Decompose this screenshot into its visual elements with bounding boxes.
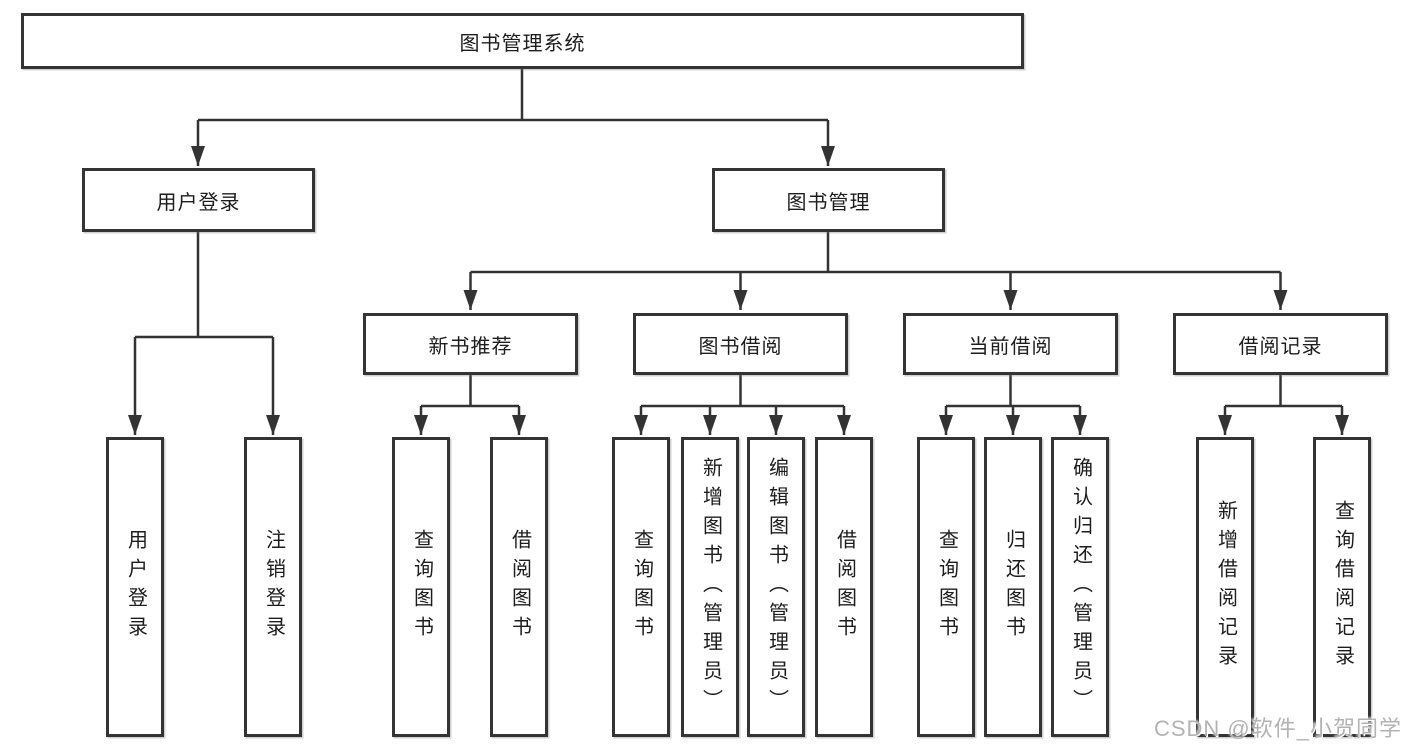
watermark: CSDN @软件_小贺同学 xyxy=(1153,716,1402,741)
leaf-confirm-return-admin: 确认归还（管理员） xyxy=(1051,437,1109,737)
node-current-borrowing-label: 当前借阅 xyxy=(968,335,1053,358)
node-borrowing-records-label: 借阅记录 xyxy=(1238,335,1323,358)
node-book-management-label: 图书管理 xyxy=(786,191,871,214)
node-root: 图书管理系统 xyxy=(21,13,1024,69)
node-book-management: 图书管理 xyxy=(712,168,945,232)
node-new-book-recommendation-label: 新书推荐 xyxy=(428,335,513,358)
leaf-confirm-return-admin-label: 确认归还（管理员） xyxy=(1069,456,1092,718)
leaf-user-login: 用户登录 xyxy=(106,437,164,737)
leaf-query-borrow-record: 查询借阅记录 xyxy=(1313,437,1371,737)
node-book-borrowing: 图书借阅 xyxy=(633,313,848,375)
leaf-edit-book-admin-label: 编辑图书（管理员） xyxy=(765,456,788,718)
node-borrowing-records: 借阅记录 xyxy=(1173,313,1388,375)
leaf-query-books-borrowing: 查询图书 xyxy=(612,437,670,737)
leaf-query-borrow-record-label: 查询借阅记录 xyxy=(1331,500,1354,674)
leaf-query-books-recommend: 查询图书 xyxy=(392,437,450,737)
node-user-login-label: 用户登录 xyxy=(156,191,241,214)
leaf-add-book-admin-label: 新增图书（管理员） xyxy=(699,456,722,718)
leaf-borrow-books-recommend: 借阅图书 xyxy=(490,437,548,737)
leaf-query-books-borrowing-label: 查询图书 xyxy=(630,529,653,645)
leaf-logout: 注销登录 xyxy=(244,437,302,737)
leaf-logout-label: 注销登录 xyxy=(262,529,285,645)
leaf-add-borrow-record-label: 新增借阅记录 xyxy=(1214,500,1237,674)
node-root-label: 图书管理系统 xyxy=(459,32,586,55)
leaf-edit-book-admin: 编辑图书（管理员） xyxy=(747,437,805,737)
leaf-return-books-label: 归还图书 xyxy=(1002,529,1025,645)
leaf-query-books-recommend-label: 查询图书 xyxy=(410,529,433,645)
leaf-borrow-books: 借阅图书 xyxy=(815,437,873,737)
leaf-borrow-books-label: 借阅图书 xyxy=(833,529,856,645)
node-current-borrowing: 当前借阅 xyxy=(903,313,1118,375)
leaf-query-books-current-label: 查询图书 xyxy=(935,529,958,645)
leaf-add-borrow-record: 新增借阅记录 xyxy=(1196,437,1254,737)
leaf-query-books-current: 查询图书 xyxy=(917,437,975,737)
leaf-add-book-admin: 新增图书（管理员） xyxy=(681,437,739,737)
leaf-borrow-books-recommend-label: 借阅图书 xyxy=(508,529,531,645)
leaf-return-books: 归还图书 xyxy=(984,437,1042,737)
node-user-login: 用户登录 xyxy=(82,168,315,232)
node-book-borrowing-label: 图书借阅 xyxy=(698,335,783,358)
node-new-book-recommendation: 新书推荐 xyxy=(363,313,578,375)
leaf-user-login-label: 用户登录 xyxy=(124,529,147,645)
